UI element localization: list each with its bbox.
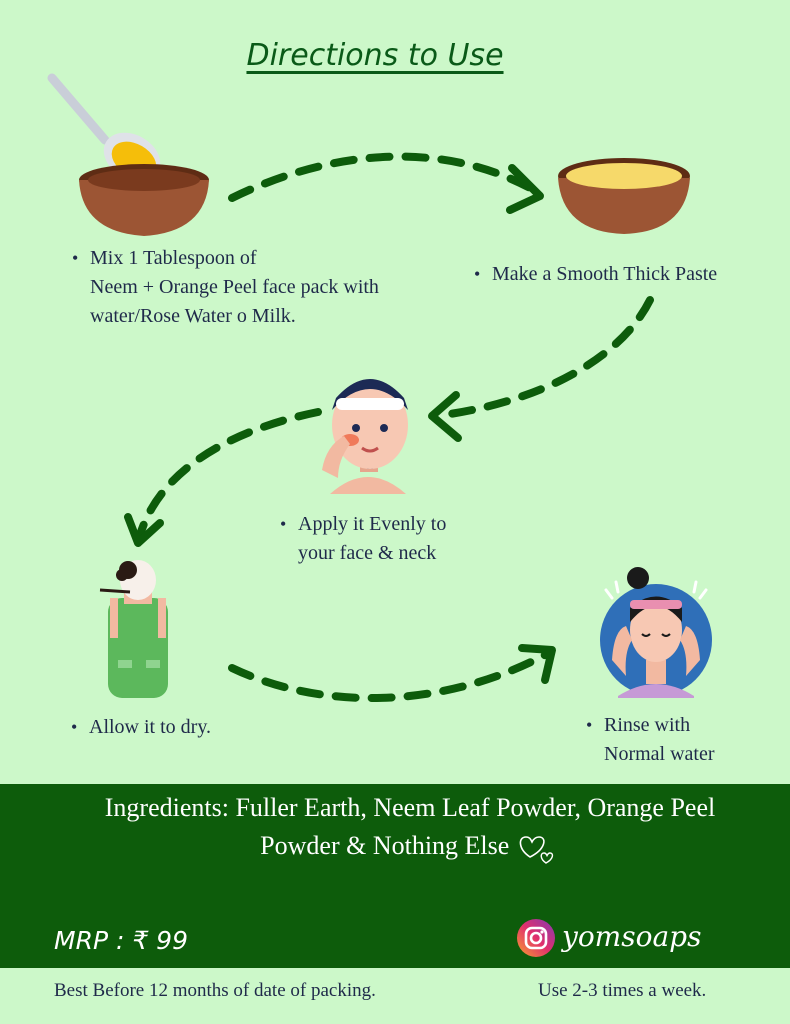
ingredients-text: Ingredients: Fuller Earth, Neem Leaf Pow… [40,789,780,865]
bullet: • [71,717,78,737]
step-rinse-line-2: Normal water [604,743,715,765]
bullet: • [280,514,287,534]
step-rinse: • Rinse with Normal water [586,711,784,769]
arrow-mix-to-paste [228,152,534,202]
ingredients-list-1: Fuller Earth, Neem Leaf Powder, Orange P… [235,793,716,822]
heart-icon [519,836,553,864]
best-before-text: Best Before 12 months of date of packing… [54,980,376,1001]
step-apply: • Apply it Evenly to your face & neck [280,510,558,568]
step-paste: • Make a Smooth Thick Paste [474,260,782,289]
step-paste-line-1: Make a Smooth Thick Paste [492,263,718,285]
bullet: • [72,248,79,268]
arrowhead-3 [124,513,164,547]
bullet: • [474,264,481,284]
step-dry-line-1: Allow it to dry. [89,716,212,738]
step-apply-line-2: your face & neck [298,542,437,564]
step-dry: • Allow it to dry. [71,713,329,742]
ingredients-line-2: Powder & Nothing Else [40,827,780,865]
ingredients-list-2: Powder & Nothing Else [260,831,510,860]
bowl-icon [79,164,209,236]
paste-bowl-icon [558,158,690,234]
arrowhead-1 [506,164,544,214]
step-mix-line-3: water/Rose Water o Milk. [90,305,296,327]
face-applying-icon [322,379,408,494]
step-apply-line-1: Apply it Evenly to [298,513,447,535]
arrow-apply-to-dry [136,408,322,539]
page-title: Directions to Use [246,38,504,73]
usage-frequency-text: Use 2-3 times a week. [538,980,707,1001]
step-mix-line-1: Mix 1 Tablespoon of [90,247,257,269]
footer-bar [0,968,790,1024]
instagram-icon[interactable] [516,918,556,958]
step-rinse-line-1: Rinse with [604,714,691,736]
ingredients-label: Ingredients: [104,793,229,822]
mrp-price: MRP : ₹ 99 [54,926,188,955]
ingredients-line-1: Ingredients: Fuller Earth, Neem Leaf Pow… [40,789,780,827]
arrowhead-2 [428,391,462,442]
arrowhead-4 [518,644,556,684]
step-mix-line-2: Neem + Orange Peel face pack with [90,276,379,298]
arrow-paste-to-apply [446,296,654,418]
mask-woman-icon [99,560,168,698]
rinse-woman-icon [600,567,712,698]
step-mix: • Mix 1 Tablespoon of Neem + Orange Peel… [72,244,450,331]
instagram-handle[interactable]: yomsoaps [562,920,702,953]
ingredients-band [0,784,790,968]
arrow-dry-to-rinse [228,651,549,703]
bullet: • [586,715,593,735]
